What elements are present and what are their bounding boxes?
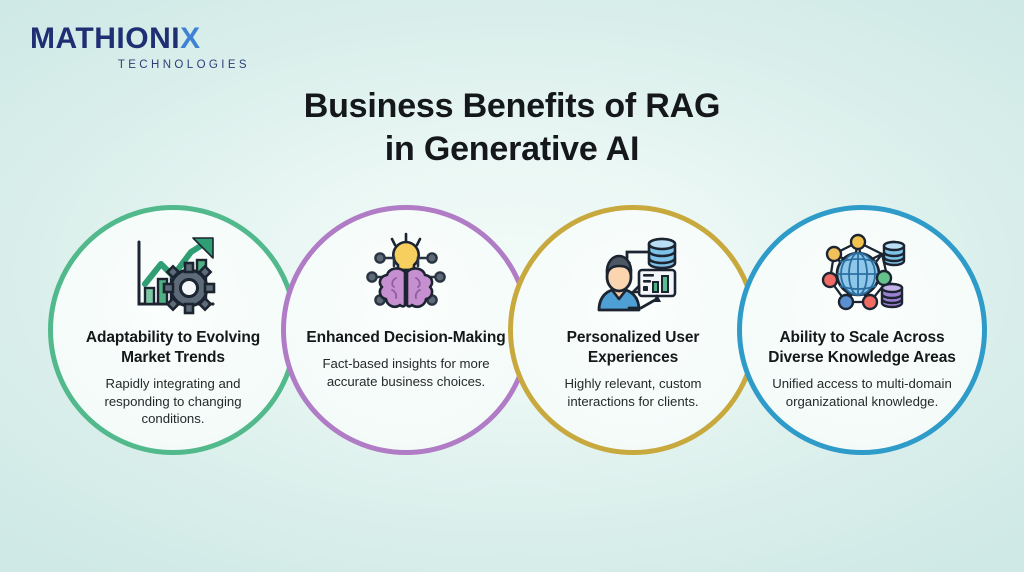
growth-chart-gear-icon bbox=[125, 228, 221, 324]
card-heading: Enhanced Decision-Making bbox=[306, 329, 506, 346]
card-heading: Ability to Scale Across Diverse Knowledg… bbox=[768, 329, 956, 367]
benefit-card-scalability[interactable]: Ability to Scale Across Diverse Knowledg… bbox=[737, 205, 987, 455]
benefit-card-adaptability[interactable]: Adaptability to Evolving Market Trends R… bbox=[48, 205, 298, 455]
benefit-cards: Adaptability to Evolving Market Trends R… bbox=[0, 205, 1024, 455]
page-title: Business Benefits of RAG in Generative A… bbox=[0, 85, 1024, 171]
benefit-card-decision-making[interactable]: Enhanced Decision-Making Fact-based insi… bbox=[281, 205, 531, 455]
brand-logo: MATHIONIX TECHNOLOGIES bbox=[30, 24, 260, 72]
brand-name-text: MATHIONI bbox=[30, 22, 181, 55]
card-heading: Adaptability to Evolving Market Trends bbox=[85, 329, 261, 367]
brand-tagline: TECHNOLOGIES bbox=[117, 59, 250, 71]
user-data-chart-icon bbox=[583, 228, 683, 324]
card-description: Highly relevant, custom interactions for… bbox=[564, 376, 702, 409]
card-description: Fact-based insights for more accurate bu… bbox=[322, 356, 490, 389]
page-title-line2: in Generative AI bbox=[384, 129, 640, 168]
network-globe-database-icon bbox=[812, 228, 912, 324]
brand-name: MATHIONIX bbox=[30, 24, 260, 54]
card-description: Unified access to multi-domain organizat… bbox=[772, 376, 952, 409]
card-heading: Personalized User Experiences bbox=[566, 329, 700, 367]
card-description: Rapidly integrating and responding to ch… bbox=[104, 376, 242, 427]
brand-x-glyph: X bbox=[180, 22, 201, 55]
benefit-card-personalization[interactable]: Personalized User Experiences Highly rel… bbox=[508, 205, 758, 455]
page-title-line1: Business Benefits of RAG bbox=[303, 86, 721, 125]
brain-lightbulb-icon bbox=[356, 228, 456, 324]
